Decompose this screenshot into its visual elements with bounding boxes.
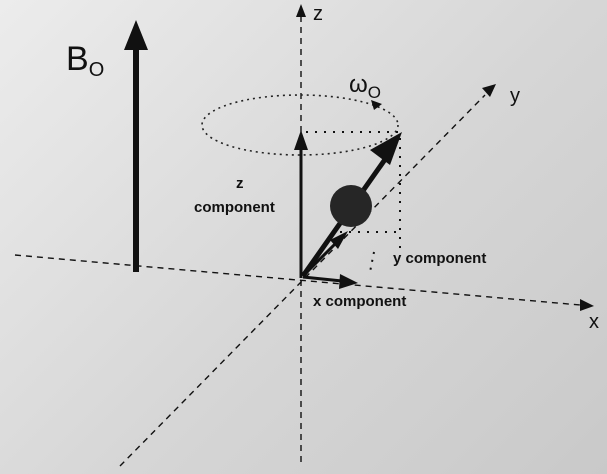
precession-orbit: [201, 94, 399, 156]
z-axis-arrowhead: [296, 4, 306, 17]
y-axis-arrowhead: [482, 84, 496, 97]
y-axis: [119, 94, 486, 467]
b0-field-arrowhead: [124, 20, 148, 50]
z-component-arrowhead: [294, 130, 308, 150]
magnetic-moment-arrowhead: [370, 132, 402, 165]
x-projection-dots: [369, 251, 375, 273]
y-axis-label: y: [510, 85, 520, 107]
x-component-arrowhead: [339, 274, 358, 289]
precession-direction-arrowhead: [371, 100, 382, 110]
x-component-label: x component: [313, 293, 406, 310]
y-component-label: y component: [393, 250, 486, 267]
x-component-vector: [302, 275, 343, 283]
y-component-arrowhead: [330, 231, 348, 249]
z-component-label-line2: component: [194, 199, 275, 216]
x-axis-arrowhead: [580, 299, 594, 311]
nucleus-ball: [330, 185, 372, 227]
x-axis: [14, 254, 581, 306]
b0-label: BO: [66, 40, 104, 81]
omega0-label: ωO: [349, 71, 381, 102]
z-axis-label: z: [313, 3, 323, 25]
z-component-label-line1: z: [236, 175, 244, 192]
y-component-vector: [301, 241, 338, 278]
x-axis-label: x: [589, 311, 599, 333]
